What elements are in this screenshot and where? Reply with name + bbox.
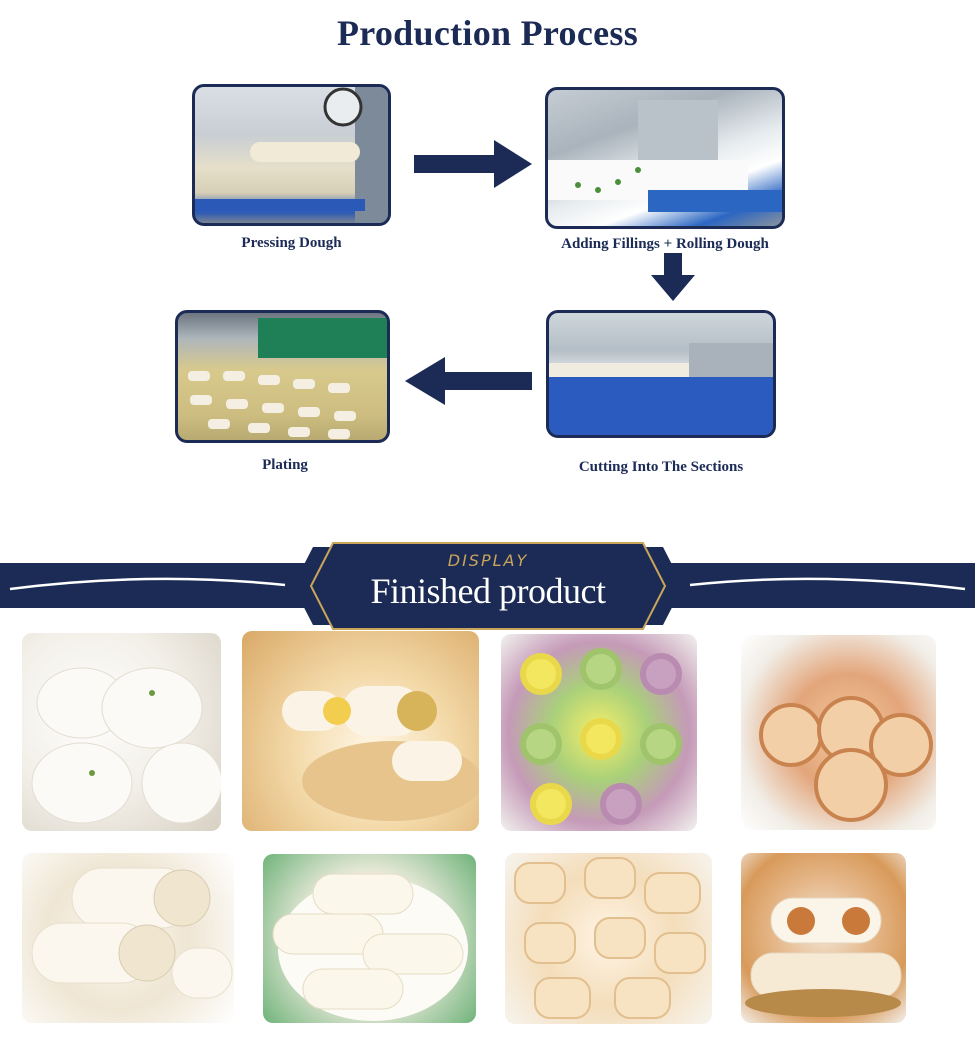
filling-conveyor-icon <box>548 100 782 212</box>
product-photo-scallion-swirl-pastries <box>741 635 936 830</box>
arrow-down-icon <box>651 253 695 301</box>
banner-badge <box>293 541 683 631</box>
arrow-left-icon <box>405 357 532 405</box>
step-label-pressing-dough: Pressing Dough <box>241 235 342 251</box>
product-photo-filled-rolls-plate <box>263 854 476 1023</box>
product-photo-lattice-rolls <box>505 853 712 1024</box>
product-photo-plain-swirl-rolls <box>22 853 234 1023</box>
plating-photo <box>175 310 390 443</box>
product-photo-filled-rolls-steamer <box>242 631 479 831</box>
pressing-dough-photo <box>192 84 391 226</box>
product-photo-colored-swirl-buns <box>501 634 697 831</box>
cutting-sections-photo <box>546 310 776 438</box>
step-label-adding-fillings: Adding Fillings + Rolling Dough <box>561 236 769 252</box>
page-title: Production Process <box>336 13 639 53</box>
step-label-plating: Plating <box>262 457 308 473</box>
banner-heading: Finished product <box>370 571 606 611</box>
cutting-machine-icon <box>549 343 773 435</box>
dough-press-machine-icon <box>195 87 388 223</box>
product-photo-filled-bread-rolls <box>741 853 906 1023</box>
product-photo-scallion-flower-rolls <box>22 633 221 831</box>
arrow-right-icon <box>414 140 532 188</box>
banner-kicker: DISPLAY <box>447 551 529 570</box>
step-label-cutting: Cutting Into The Sections <box>578 459 744 475</box>
decorative-swoosh-icon <box>9 577 966 591</box>
tray-of-rolls-icon <box>188 318 387 439</box>
adding-fillings-photo <box>545 87 785 229</box>
